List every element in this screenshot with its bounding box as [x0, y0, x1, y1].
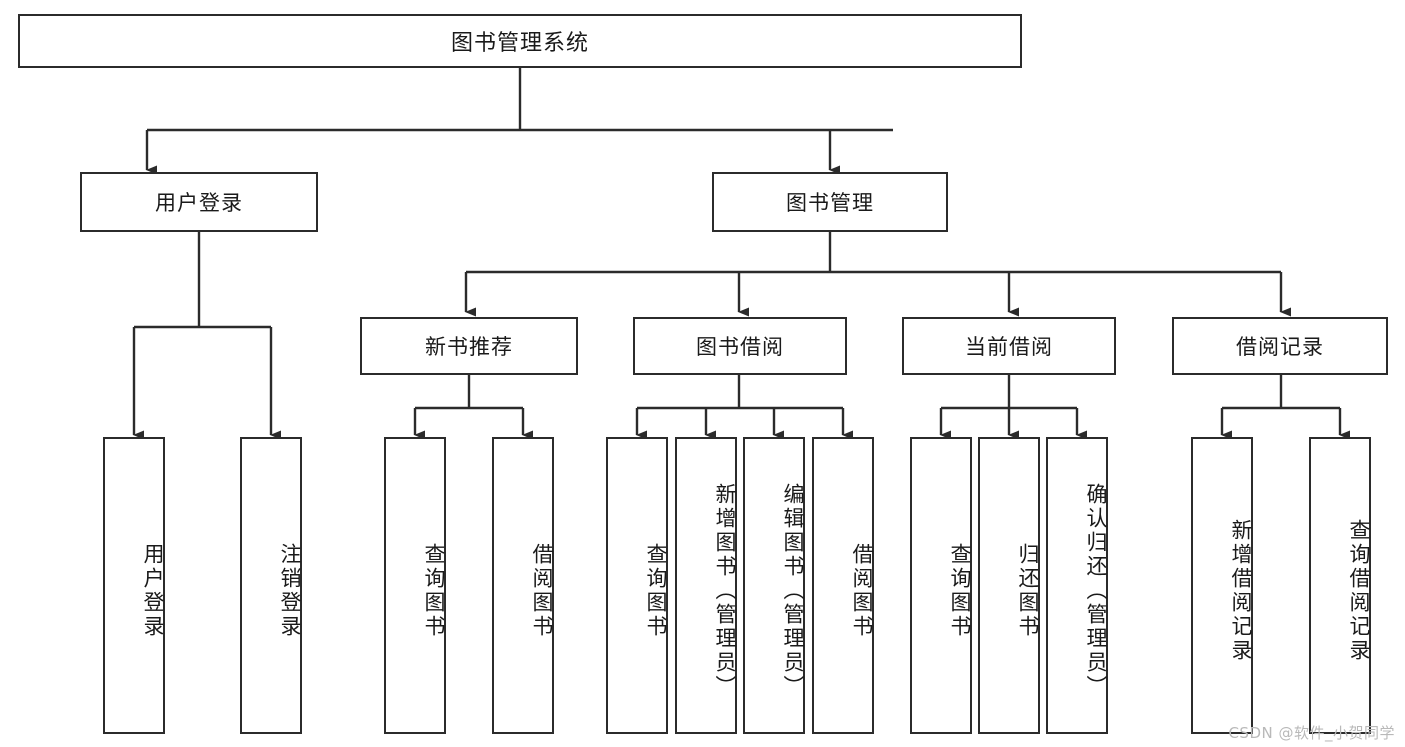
- node-user-login[interactable]: 用户登录: [80, 172, 318, 232]
- node-label: 查询图书: [948, 542, 972, 639]
- node-label: 注销登录: [278, 542, 302, 639]
- node-label: 借阅图书: [530, 542, 554, 639]
- leaf-current-query-book[interactable]: 查询图书: [910, 437, 972, 734]
- node-label: 用户登录: [141, 542, 165, 639]
- node-book-management[interactable]: 图书管理: [712, 172, 948, 232]
- leaf-record-query-record[interactable]: 查询借阅记录: [1309, 437, 1371, 734]
- node-new-book-recommend[interactable]: 新书推荐: [360, 317, 578, 375]
- leaf-recommend-query-book[interactable]: 查询图书: [384, 437, 446, 734]
- node-label: 用户登录: [155, 191, 243, 215]
- node-label: 新增借阅记录: [1229, 518, 1253, 663]
- node-book-borrow[interactable]: 图书借阅: [633, 317, 847, 375]
- leaf-current-confirm-return[interactable]: 确认归还（管理员）: [1046, 437, 1108, 734]
- node-label: 查询图书: [422, 542, 446, 639]
- leaf-borrow-query-book[interactable]: 查询图书: [606, 437, 668, 734]
- leaf-user-login-signin[interactable]: 用户登录: [103, 437, 165, 734]
- node-label: 图书借阅: [696, 335, 784, 359]
- node-label: 查询借阅记录: [1347, 518, 1371, 663]
- leaf-borrow-edit-book[interactable]: 编辑图书（管理员）: [743, 437, 805, 734]
- node-label: 确认归还（管理员）: [1084, 482, 1108, 699]
- node-label: 图书管理: [786, 191, 874, 215]
- node-label: 归还图书: [1016, 542, 1040, 639]
- node-label: 查询图书: [644, 542, 668, 639]
- node-current-borrow[interactable]: 当前借阅: [902, 317, 1116, 375]
- node-label: 借阅图书: [850, 542, 874, 639]
- node-label: 当前借阅: [965, 335, 1053, 359]
- node-label: 编辑图书（管理员）: [781, 482, 805, 699]
- csdn-watermark: CSDN @软件_小贺同学: [1228, 724, 1395, 742]
- leaf-record-add-record[interactable]: 新增借阅记录: [1191, 437, 1253, 734]
- node-label: 新增图书（管理员）: [713, 482, 737, 699]
- leaf-borrow-add-book[interactable]: 新增图书（管理员）: [675, 437, 737, 734]
- leaf-borrow-borrow-book[interactable]: 借阅图书: [812, 437, 874, 734]
- leaf-recommend-borrow-book[interactable]: 借阅图书: [492, 437, 554, 734]
- node-label: 借阅记录: [1236, 335, 1324, 359]
- leaf-user-login-signout[interactable]: 注销登录: [240, 437, 302, 734]
- node-root-system[interactable]: 图书管理系统: [18, 14, 1022, 68]
- leaf-current-return-book[interactable]: 归还图书: [978, 437, 1040, 734]
- node-label: 图书管理系统: [450, 31, 589, 56]
- node-label: 新书推荐: [425, 335, 513, 359]
- node-borrow-record[interactable]: 借阅记录: [1172, 317, 1388, 375]
